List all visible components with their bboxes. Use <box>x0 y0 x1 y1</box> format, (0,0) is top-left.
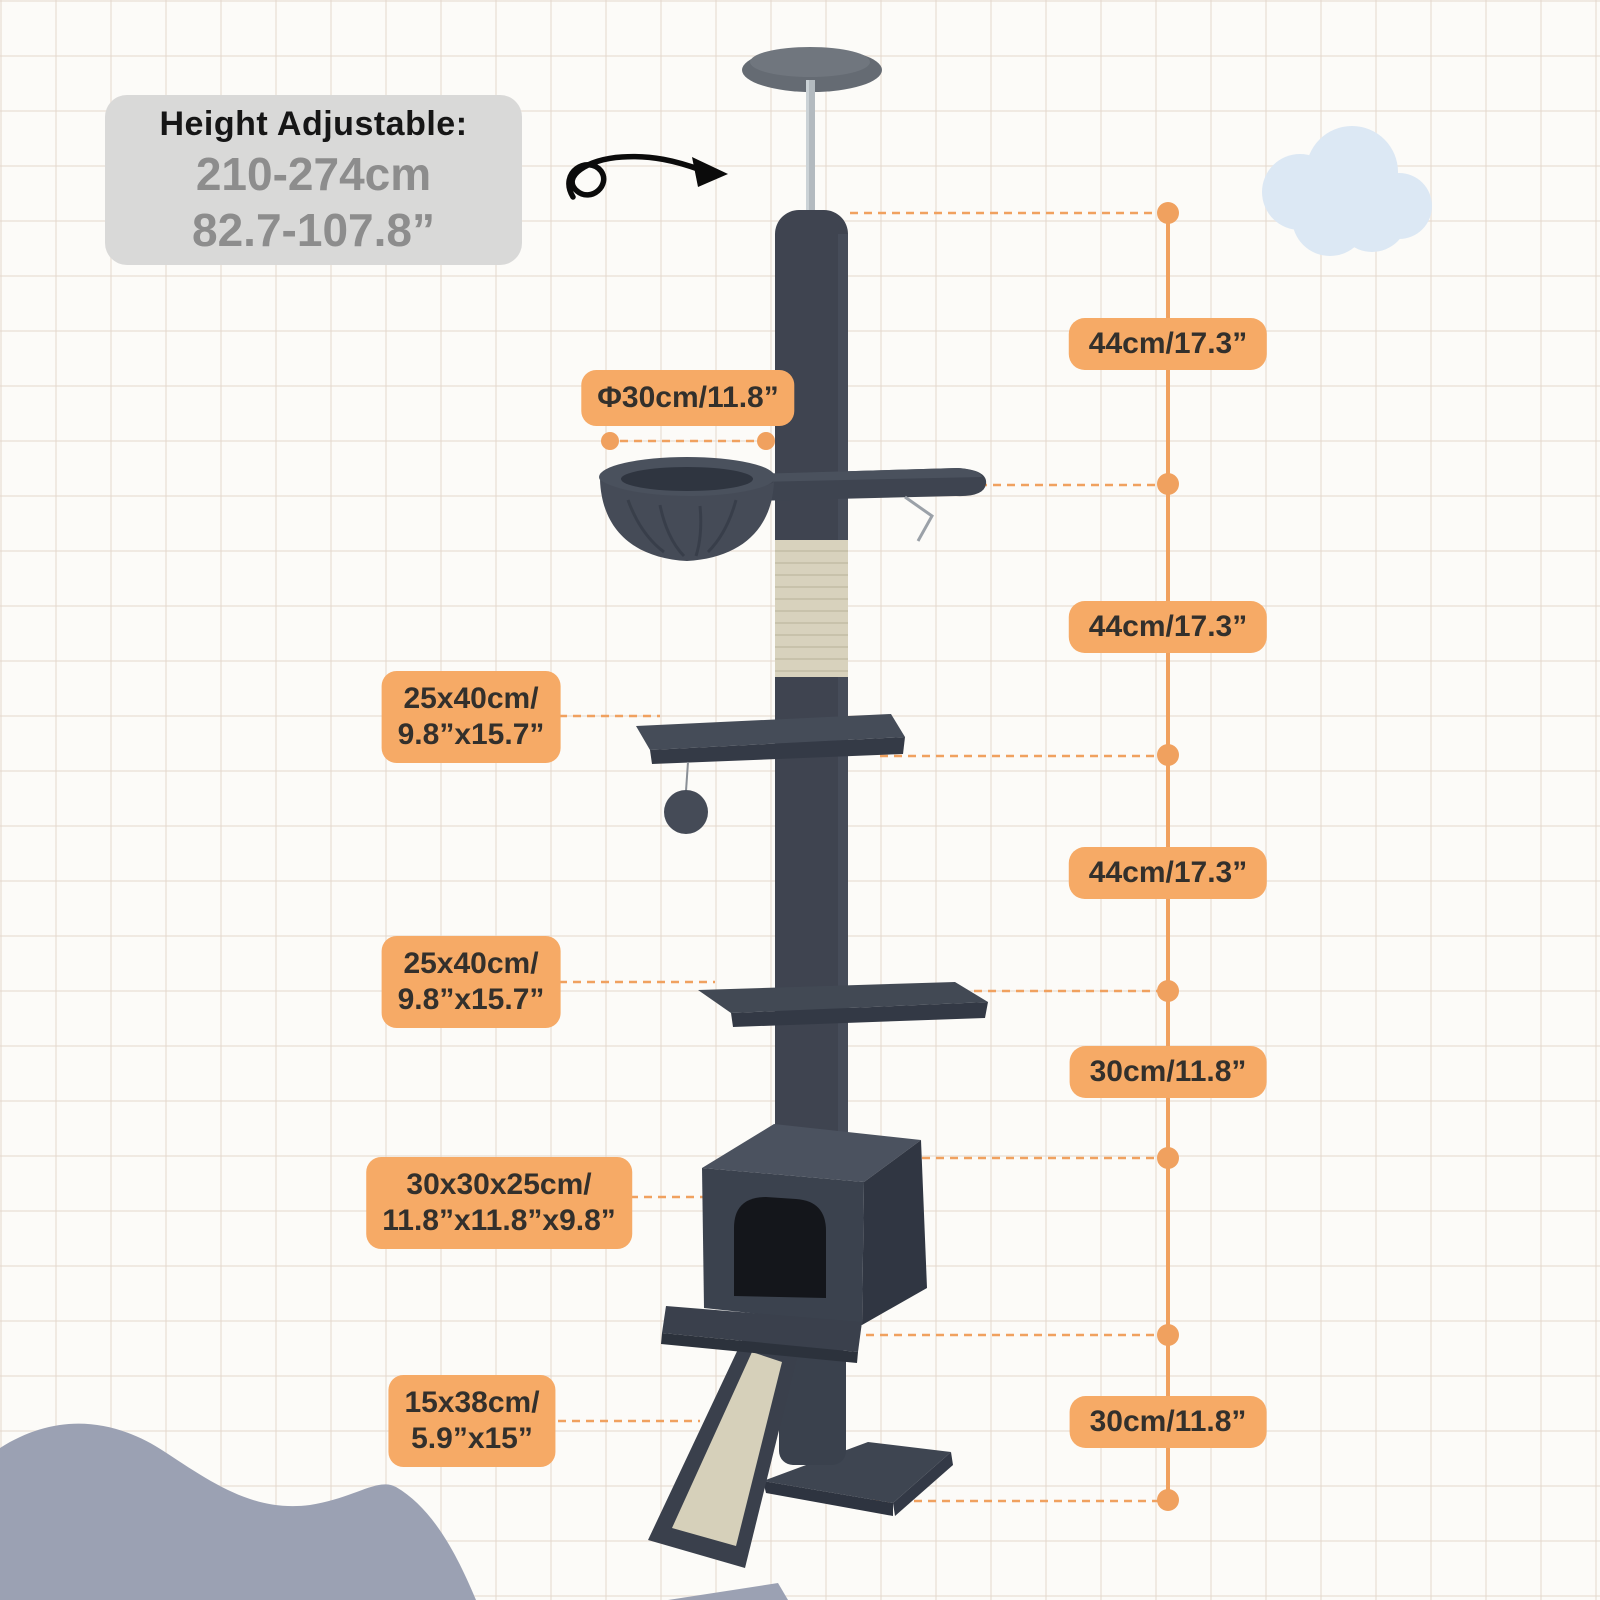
ramp-sisal-surface <box>672 1352 782 1546</box>
wave-fragment <box>668 1583 788 1600</box>
pill-text: 44cm/17.3” <box>1088 327 1248 360</box>
base-plate <box>763 1442 953 1516</box>
height-adjustable-callout: Height Adjustable: 210-274cm 82.7-107.8” <box>105 95 522 265</box>
condo-right-face <box>862 1140 927 1325</box>
label-text-line1: 30x30x25cm/ <box>406 1168 592 1201</box>
pill-text: 44cm/17.3” <box>1088 856 1248 889</box>
condo-top-face <box>702 1124 921 1182</box>
scratching-ramp <box>648 1328 800 1568</box>
label-text-line1: 25x40cm/ <box>403 947 539 980</box>
pill-segment-2: 44cm/17.3” <box>1068 601 1268 653</box>
upper-platform <box>636 714 905 834</box>
ceiling-pad-top <box>750 47 870 77</box>
hammock-level <box>599 457 987 561</box>
condo-ledge <box>661 1306 862 1363</box>
label-text-line2: 11.8”x11.8”x9.8” <box>382 1204 616 1237</box>
condo-door <box>734 1197 826 1298</box>
height-range-cm: 210-274cm <box>195 147 432 200</box>
label-text-line2: 9.8”x15.7” <box>397 983 545 1016</box>
label-upper-platform: 25x40cm/ 9.8”x15.7” <box>381 671 561 763</box>
label-condo-size: 30x30x25cm/ 11.8”x11.8”x9.8” <box>366 1157 632 1249</box>
lower-platform <box>698 982 988 1027</box>
hanging-wire <box>904 495 934 542</box>
label-lower-platform: 25x40cm/ 9.8”x15.7” <box>381 936 561 1028</box>
cat-tree <box>599 47 988 1568</box>
adjustable-rod <box>806 80 815 212</box>
pill-text: 30cm/11.8” <box>1089 1055 1247 1088</box>
label-text-line2: 5.9”x15” <box>411 1422 533 1455</box>
label-text-line2: 9.8”x15.7” <box>397 718 545 751</box>
pill-segment-5: 30cm/11.8” <box>1069 1396 1267 1448</box>
wave-shape <box>0 1423 476 1600</box>
pill-segment-1: 44cm/17.3” <box>1068 318 1268 370</box>
pill-segment-3: 44cm/17.3” <box>1068 847 1268 899</box>
label-text-line1: 15x38cm/ <box>404 1386 540 1419</box>
pill-text: 30cm/11.8” <box>1089 1405 1247 1438</box>
bottom-post <box>779 1345 846 1465</box>
label-ramp-size: 15x38cm/ 5.9”x15” <box>388 1375 556 1467</box>
height-range-inches: 82.7-107.8” <box>192 203 435 256</box>
pill-text: 44cm/17.3” <box>1088 610 1248 643</box>
label-text: Φ30cm/11.8” <box>597 381 779 414</box>
cloud-icon <box>1262 126 1432 256</box>
pom-ball-toy <box>664 790 708 834</box>
adjustable-arrow-doodle <box>566 153 728 200</box>
main-post <box>775 210 848 1165</box>
dimension-dots <box>601 202 1179 1511</box>
callout-title: Height Adjustable: <box>159 104 468 143</box>
label-text-line1: 25x40cm/ <box>403 682 539 715</box>
pill-segment-4: 30cm/11.8” <box>1069 1046 1267 1098</box>
sisal-section <box>775 540 848 677</box>
condo-house <box>702 1124 927 1325</box>
label-hammock-diameter: Φ30cm/11.8” <box>581 370 795 426</box>
hammock-basket <box>600 480 774 561</box>
